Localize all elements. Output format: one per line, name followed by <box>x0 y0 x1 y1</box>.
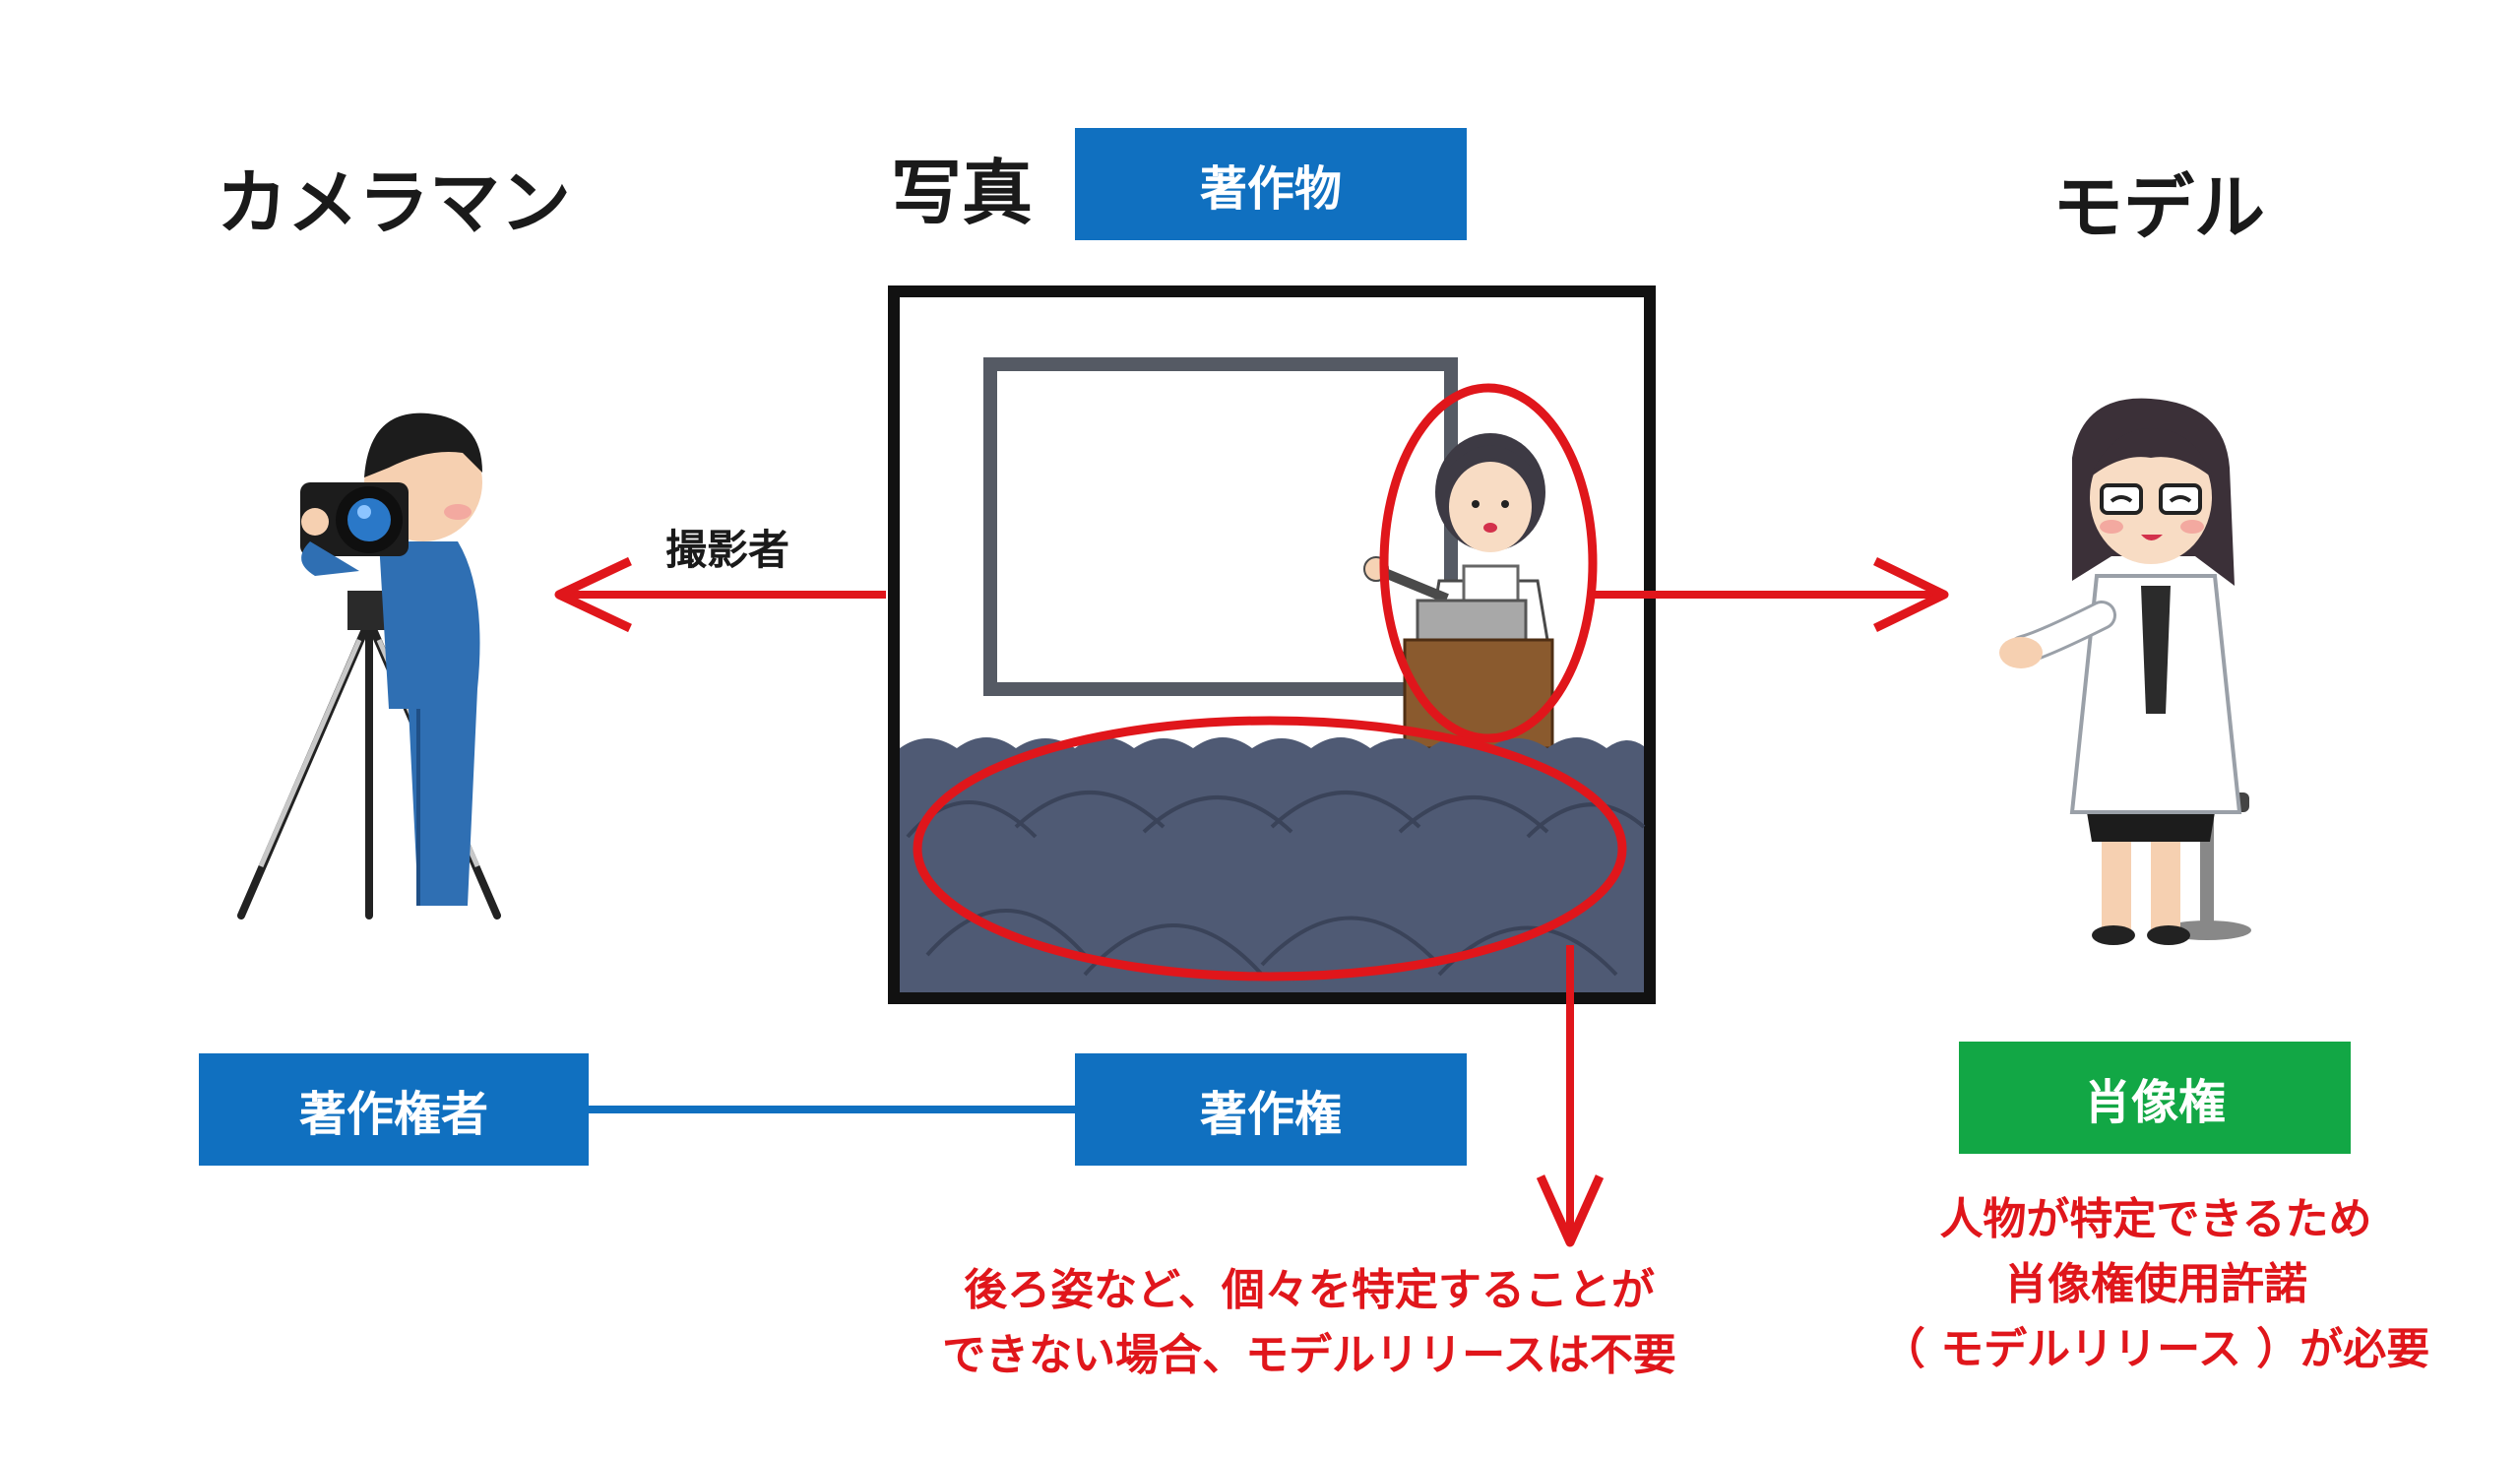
portrait-right-box: 肖像権 <box>1959 1042 2351 1154</box>
copyrighted-work-label: 著作物 <box>1199 161 1342 217</box>
heading-model: モデル <box>2052 166 2266 249</box>
presenter-highlight-circle <box>1379 383 1598 743</box>
audience-note-line-2: できない場合、モデルリリースは不要 <box>942 1330 1676 1380</box>
model-illustration <box>1999 398 2251 945</box>
heading-cameraman: カメラマン <box>217 161 572 244</box>
photo-frame <box>888 285 1656 1004</box>
audience-highlight-circle <box>913 716 1627 982</box>
copyrighted-work-box: 著作物 <box>1075 128 1467 240</box>
heading-photo: 写真 <box>891 152 1034 234</box>
copyright-holder-box: 著作権者 <box>199 1053 589 1166</box>
model-note-line-2: 肖像権使用許諾 <box>2004 1259 2307 1309</box>
model-note-line-1: 人物が特定できるため <box>1939 1194 2372 1244</box>
cameraman-illustration <box>237 412 501 919</box>
audience-note: 後ろ姿など、個々を特定することが できない場合、モデルリリースは不要 <box>866 1258 1752 1388</box>
arrow-to-model <box>1593 556 1949 633</box>
arrow-to-cameraman <box>554 556 886 633</box>
arrow-down-to-note <box>1536 945 1605 1247</box>
photographer-label: 撮影者 <box>665 526 790 574</box>
portrait-right-label: 肖像権 <box>2083 1075 2226 1130</box>
model-note: 人物が特定できるため 肖像権使用許諾 （ モデルリリース ）が必要 <box>1831 1187 2481 1382</box>
model-note-line-3: （ モデルリリース ）が必要 <box>1881 1324 2430 1374</box>
copyright-box: 著作権 <box>1075 1053 1467 1166</box>
copyright-holder-label: 著作権者 <box>298 1087 488 1142</box>
copyright-label: 著作権 <box>1199 1087 1342 1142</box>
audience-note-line-1: 後ろ姿など、個々を特定することが <box>964 1265 1655 1315</box>
